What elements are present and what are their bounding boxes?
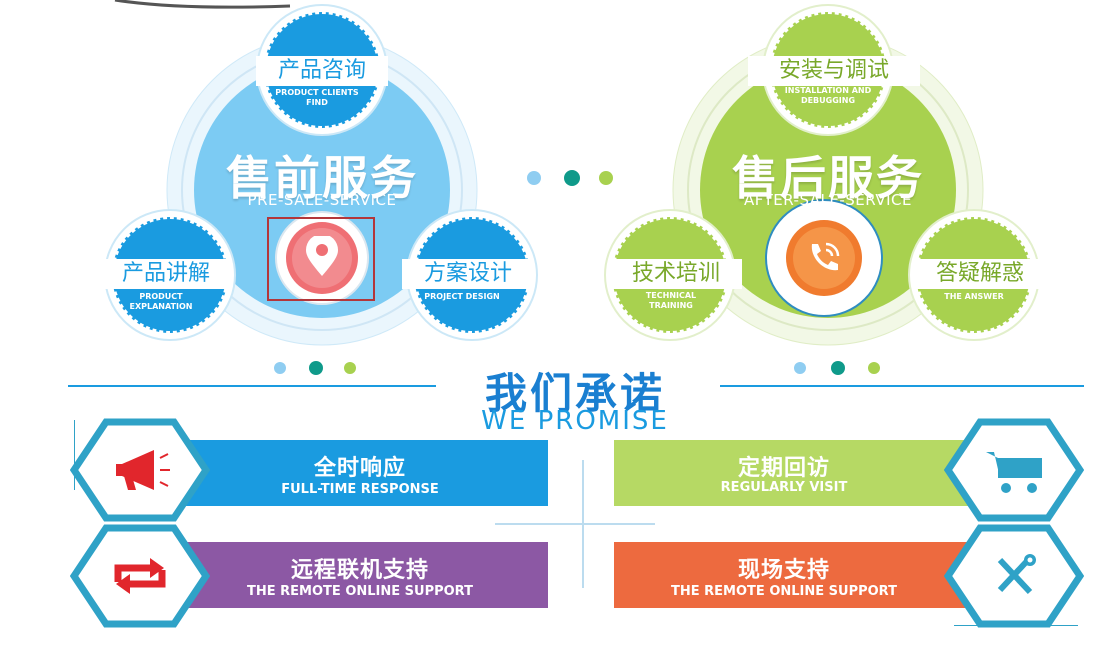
- cart-icon: [986, 452, 1042, 493]
- promise-item-subtitle: THE REMOTE ONLINE SUPPORT: [671, 584, 897, 599]
- promise-item-subtitle: REGULARLY VISIT: [720, 480, 848, 495]
- badge-product-consult-en: PRODUCT CLIENTS FIND: [275, 88, 359, 107]
- promise-divider: [68, 361, 1084, 387]
- pre-sale-subtitle: PRE-SALE-SERVICE: [247, 191, 397, 209]
- promise-subtitle: WE PROMISE: [481, 406, 669, 436]
- phone-icon: [811, 242, 840, 271]
- badge-tech-training-en: TECHNICAL TRAINING: [645, 291, 697, 310]
- promise-item-subtitle: FULL-TIME RESPONSE: [281, 482, 439, 497]
- badge-answer-en: THE ANSWER: [944, 292, 1004, 301]
- center-cross: [495, 460, 655, 588]
- promise-title: 我们承诺: [484, 369, 665, 418]
- refresh-icon: [114, 558, 166, 594]
- promise-item-title: 现场支持: [737, 558, 830, 583]
- badge-project-design-en: PROJECT DESIGN: [424, 292, 500, 301]
- after-sale-title: 售后服务: [732, 151, 924, 205]
- after-sale-subtitle: AFTER-SALE-SERVICE: [743, 191, 913, 209]
- hex-tools: [944, 524, 1084, 628]
- hex-megaphone: [70, 418, 210, 522]
- badge-tech-training: 技术培训: [610, 259, 742, 289]
- location-pin-icon: [306, 236, 338, 276]
- badge-install-debug: 安装与调试: [748, 56, 920, 86]
- divider-dots: [527, 170, 613, 186]
- promise-item-title: 远程联机支持: [290, 558, 429, 583]
- top-decoration: [114, 0, 291, 9]
- promise-item-onsite: 现场支持 THE REMOTE ONLINE SUPPORT: [614, 542, 982, 608]
- frame-line-bottom: [954, 625, 1078, 626]
- badge-product-explain-en: PRODUCT EXPLANATION: [129, 292, 193, 311]
- badge-answer: 答疑解惑: [914, 259, 1046, 289]
- promise-item-subtitle: THE REMOTE ONLINE SUPPORT: [247, 584, 473, 599]
- tools-icon: [997, 554, 1036, 595]
- hex-refresh: [70, 524, 210, 628]
- promise-item-fulltime: 全时响应 FULL-TIME RESPONSE: [180, 440, 548, 506]
- megaphone-icon: [116, 450, 170, 490]
- frame-line-left: [74, 420, 75, 490]
- badge-project-design: 方案设计: [402, 259, 534, 289]
- badge-install-debug-en: INSTALLATION AND DEBUGGING: [784, 86, 872, 105]
- hex-cart: [944, 418, 1084, 522]
- badge-product-consult: 产品咨询: [256, 56, 388, 86]
- selection-box: [267, 217, 375, 301]
- pre-sale-title: 售前服务: [226, 151, 418, 205]
- promise-item-remote: 远程联机支持 THE REMOTE ONLINE SUPPORT: [180, 542, 548, 608]
- promise-item-title: 全时响应: [313, 456, 406, 481]
- promise-item-revisit: 定期回访 REGULARLY VISIT: [614, 440, 982, 506]
- badge-product-explain: 产品讲解: [100, 259, 232, 289]
- promise-item-title: 定期回访: [737, 456, 830, 481]
